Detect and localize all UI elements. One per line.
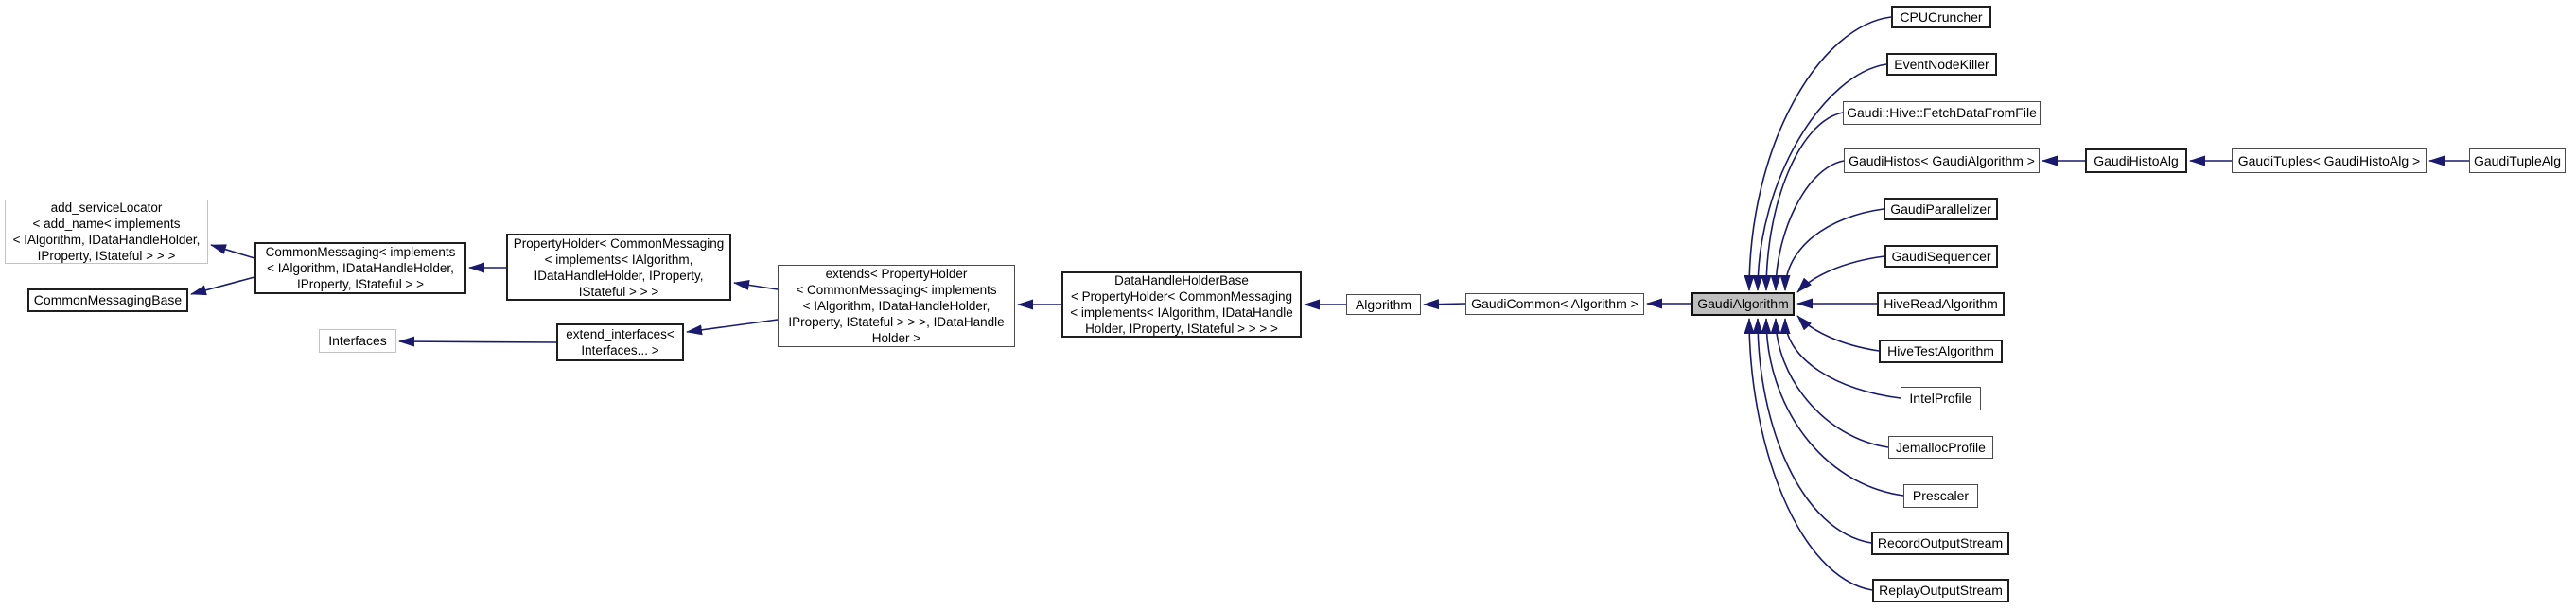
node-recordoutputstream[interactable]: RecordOutputStream (1871, 532, 2009, 555)
node-hivetestalgorithm[interactable]: HiveTestAlgorithm (1879, 340, 2003, 363)
edge-gaudisequencer-gaudialgorithm (1796, 255, 1885, 293)
node-interfaces: Interfaces (319, 329, 396, 353)
edge-gaudihistos-gaudialgorithm (1770, 160, 1845, 291)
node-eventnodekiller[interactable]: EventNodeKiller (1886, 53, 1997, 76)
edge-extendinterfaces-interfaces (398, 336, 557, 347)
node-hivereadalgorithm[interactable]: HiveReadAlgorithm (1877, 292, 2005, 316)
edge-gaudiparallelizer-gaudialgorithm (1779, 208, 1884, 291)
node-gaudialgorithm-selected: GaudiAlgorithm (1691, 292, 1795, 316)
node-intelprofile[interactable]: IntelProfile (1901, 387, 1981, 410)
node-gaudiparallelizer[interactable]: GaudiParallelizer (1884, 198, 1998, 220)
edge-eventnodekiller-gaudialgorithm (1752, 63, 1887, 291)
node-gaudituplealg[interactable]: GaudiTupleAlg (2469, 148, 2566, 173)
node-add-servicelocator: add_serviceLocator < add_name< implement… (5, 200, 208, 264)
node-cpucruncher[interactable]: CPUCruncher (1891, 6, 1991, 28)
edge-prescaler-gaudialgorithm (1761, 318, 1904, 497)
node-gaudicommon[interactable]: GaudiCommon< Algorithm > (1465, 293, 1644, 315)
node-gaudituples[interactable]: GaudiTuples< GaudiHistoAlg > (2232, 148, 2427, 173)
edge-cpucruncher-gaudialgorithm (1744, 16, 1892, 291)
edge-extends-extendinterfaces (686, 319, 779, 336)
node-jemallocprofile[interactable]: JemallocProfile (1888, 436, 1993, 459)
edge-extends-propertyholder (733, 279, 779, 290)
node-replayoutputstream[interactable]: ReplayOutputStream (1872, 579, 2009, 602)
node-extends[interactable]: extends< PropertyHolder < CommonMessagin… (778, 265, 1015, 347)
node-datahandleholderbase[interactable]: DataHandleHolderBase < PropertyHolder< C… (1061, 271, 1302, 338)
edge-recordoutputstream-gaudialgorithm (1752, 318, 1872, 544)
node-gaudihistoalg[interactable]: GaudiHistoAlg (2085, 148, 2187, 173)
edge-jemallocprofile-gaudialgorithm (1770, 318, 1889, 448)
edge-replayoutputstream-gaudialgorithm (1744, 318, 1873, 591)
edge-hivetestalgorithm-gaudialgorithm (1796, 315, 1880, 352)
edge-gaudicommon-algorithm (1423, 299, 1466, 310)
node-gaudihistos[interactable]: GaudiHistos< GaudiAlgorithm > (1844, 148, 2040, 173)
node-prescaler[interactable]: Prescaler (1903, 484, 1978, 508)
node-commonmessaging[interactable]: CommonMessaging< implements < IAlgorithm… (254, 242, 466, 294)
edge-fetchdatafromfile-gaudialgorithm (1761, 112, 1844, 291)
node-commonmessagingbase[interactable]: CommonMessagingBase (27, 288, 188, 312)
node-extend-interfaces[interactable]: extend_interfaces< Interfaces... > (556, 323, 684, 361)
edge-intelprofile-gaudialgorithm (1779, 318, 1901, 399)
edge-commonmessaging-commonmessagingbase (190, 276, 255, 296)
node-propertyholder[interactable]: PropertyHolder< CommonMessaging < implem… (506, 234, 731, 301)
edge-commonmessaging-addservicelocator (210, 244, 255, 259)
node-gaudisequencer[interactable]: GaudiSequencer (1884, 245, 1998, 268)
node-gaudi-hive-fetchdatafromfile[interactable]: Gaudi::Hive::FetchDataFromFile (1843, 101, 2041, 125)
node-algorithm[interactable]: Algorithm (1346, 294, 1421, 315)
